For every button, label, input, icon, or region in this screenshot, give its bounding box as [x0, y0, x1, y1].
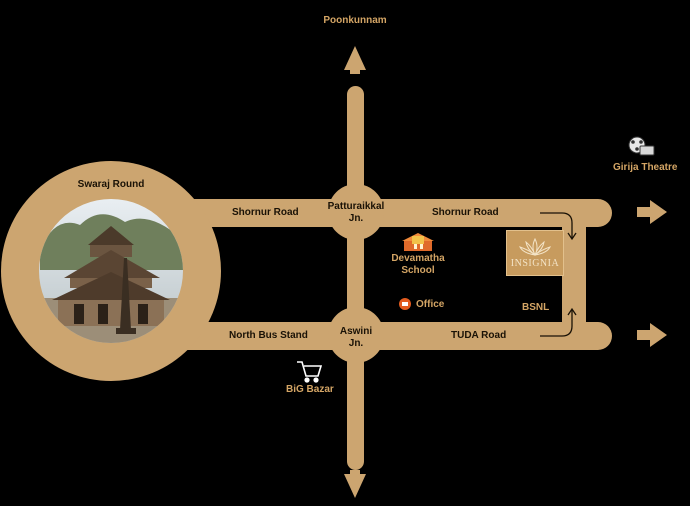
girija-theatre-label: Girija Theatre: [613, 162, 678, 173]
aswini-junction: [328, 307, 384, 363]
shornur-road: [160, 199, 612, 227]
lotus-logo-icon: [519, 237, 551, 257]
arrow-east-shornur-icon: [637, 200, 667, 224]
tuda-road: [160, 322, 612, 350]
main-vertical-road: [347, 86, 364, 470]
arrow-north-icon: [344, 46, 366, 74]
film-reel-icon: [628, 136, 655, 156]
patturaikkal-junction-label-line1: Patturaikkal: [327, 201, 385, 212]
big-bazar-label: BiG Bazar: [286, 384, 334, 395]
patturaikkal-junction: [328, 184, 384, 240]
insignia-logo-box: INSIGNIA: [506, 230, 564, 276]
office-marker-icon: [399, 298, 411, 310]
school-building-icon: [402, 233, 434, 251]
direction-arrow-up-icon: [540, 307, 577, 337]
arrow-south-icon: [344, 470, 366, 498]
arrow-east-tuda-icon: [637, 323, 667, 347]
shopping-cart-icon: [297, 361, 323, 383]
bsnl-connector-road: [562, 210, 586, 340]
aswini-junction-label-line1: Aswini: [339, 326, 373, 337]
bsnl-label: BSNL: [522, 302, 550, 313]
direction-arrow-down-icon: [540, 212, 577, 241]
shornur-road-left-label: Shornur Road: [232, 207, 299, 218]
north-bus-stand-label: North Bus Stand: [229, 330, 308, 341]
office-label: Office: [416, 299, 445, 310]
devamatha-school-label-line1: Devamatha: [391, 253, 445, 264]
swaraj-round-label: Swaraj Round: [77, 179, 145, 190]
tuda-road-label: TUDA Road: [451, 330, 507, 341]
patturaikkal-junction-label-line2: Jn.: [348, 213, 364, 224]
poonkunnam-label: Poonkunnam: [323, 15, 387, 26]
shornur-road-right-label: Shornur Road: [432, 207, 499, 218]
devamatha-school-label-line2: School: [401, 265, 435, 276]
aswini-junction-label-line2: Jn.: [348, 338, 364, 349]
insignia-label: INSIGNIA: [510, 258, 560, 269]
